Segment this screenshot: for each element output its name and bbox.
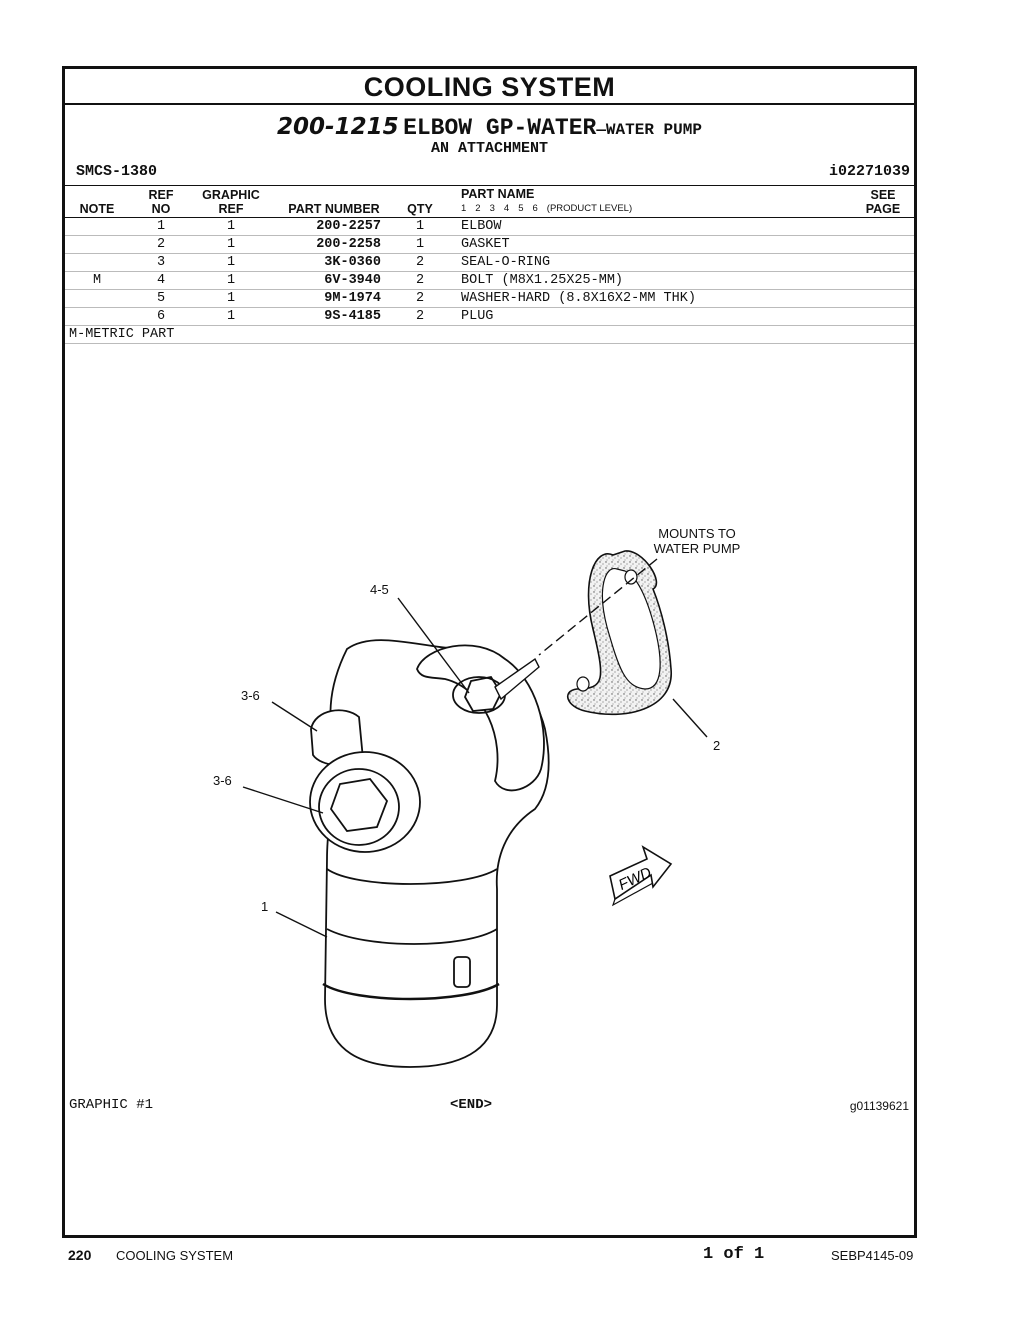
end-marker: <END> (450, 1097, 493, 1113)
callout-3-6-upper: 3-6 (241, 688, 260, 703)
header-note: NOTE (79, 202, 115, 216)
callout-3-6-lower: 3-6 (213, 773, 232, 788)
part-name: BOLT (M8X1.25X25-MM) (461, 273, 624, 288)
callout-2: 2 (713, 738, 720, 753)
elbow-drawing (309, 639, 550, 1068)
graphic-id: g01139621 (849, 1099, 909, 1113)
part-name: WASHER-HARD (8.8X16X2-MM THK) (461, 291, 696, 306)
fwd-arrow-icon: FWD (609, 845, 673, 907)
part-number: 3K-0360 (324, 255, 381, 270)
part-number: 9S-4185 (324, 309, 381, 324)
group-subtitle: WATER PUMP (605, 121, 702, 139)
page-frame: COOLING SYSTEM 200-1215 ELBOW GP-WATER—W… (62, 66, 917, 1238)
product-level-label: (PRODUCT LEVEL) (546, 203, 633, 214)
callout-4-5: 4-5 (370, 582, 389, 597)
callout-mounts-to: MOUNTS TO (658, 526, 736, 541)
part-number: 200-2257 (316, 219, 381, 234)
smcs-row: SMCS-1380 i02271039 (65, 163, 914, 185)
group-attachment: AN ATTACHMENT (430, 140, 549, 157)
header-qty: QTY (407, 202, 433, 216)
part-number: 6V-3940 (324, 273, 381, 288)
graphic-label: GRAPHIC #1 (69, 1097, 154, 1113)
header-part-number: PART NUMBER (288, 202, 380, 216)
section-title: COOLING SYSTEM (65, 69, 914, 105)
page-number: 220 (68, 1247, 92, 1263)
leader-lines (242, 558, 708, 938)
gasket-drawing (566, 550, 672, 716)
part-name: SEAL-O-RING (461, 255, 551, 270)
group-name: ELBOW GP-WATER (403, 115, 597, 141)
callout-1: 1 (261, 899, 268, 914)
page-of: 1 of 1 (703, 1245, 765, 1264)
part-name: GASKET (461, 237, 510, 252)
group-title: 200-1215 ELBOW GP-WATER—WATER PUMP (277, 114, 702, 141)
callout-water-pump: WATER PUMP (654, 541, 741, 556)
part-name: PLUG (461, 309, 494, 324)
document-id: i02271039 (828, 163, 910, 180)
footer-section: COOLING SYSTEM (116, 1248, 234, 1263)
part-name: ELBOW (461, 219, 502, 234)
part-number: 9M-1974 (324, 291, 381, 306)
exploded-view-illustration: FWD MOUNTS TO WATER PUMP 4-5 3-6 3-6 2 1 (213, 526, 741, 1068)
header-part-name: PART NAME (461, 187, 535, 201)
publication-number: SEBP4145-09 (831, 1248, 914, 1263)
group-number: 200-1215 (277, 114, 399, 140)
smcs-code: SMCS-1380 (76, 163, 158, 180)
part-number: 200-2258 (316, 237, 381, 252)
note-legend: M-METRIC PART (65, 326, 914, 344)
